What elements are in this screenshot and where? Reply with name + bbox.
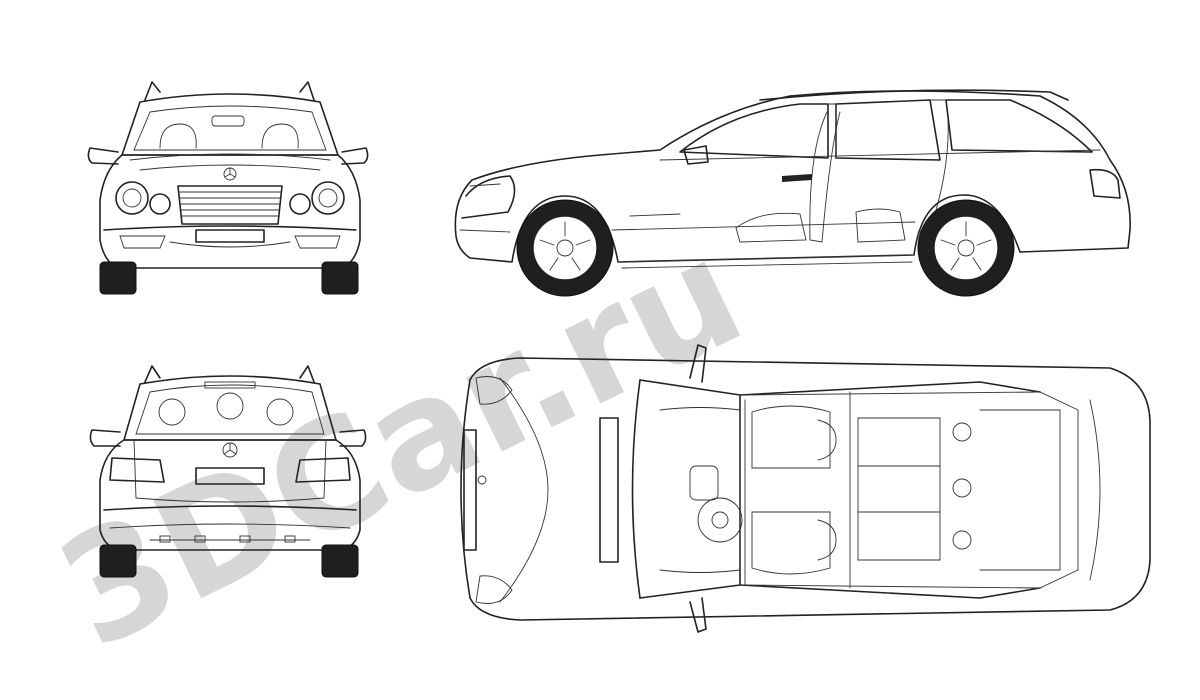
- front-wheel: [516, 199, 614, 297]
- car-rear-view: [89, 365, 367, 578]
- car-top-view: [460, 344, 1151, 633]
- watermark: 3DCar.ru: [35, 206, 768, 683]
- rear-wheel: [917, 199, 1015, 297]
- car-front-view: [87, 81, 369, 295]
- watermark-text: 3DCar.ru: [35, 206, 768, 683]
- car-side-view: [454, 89, 1131, 297]
